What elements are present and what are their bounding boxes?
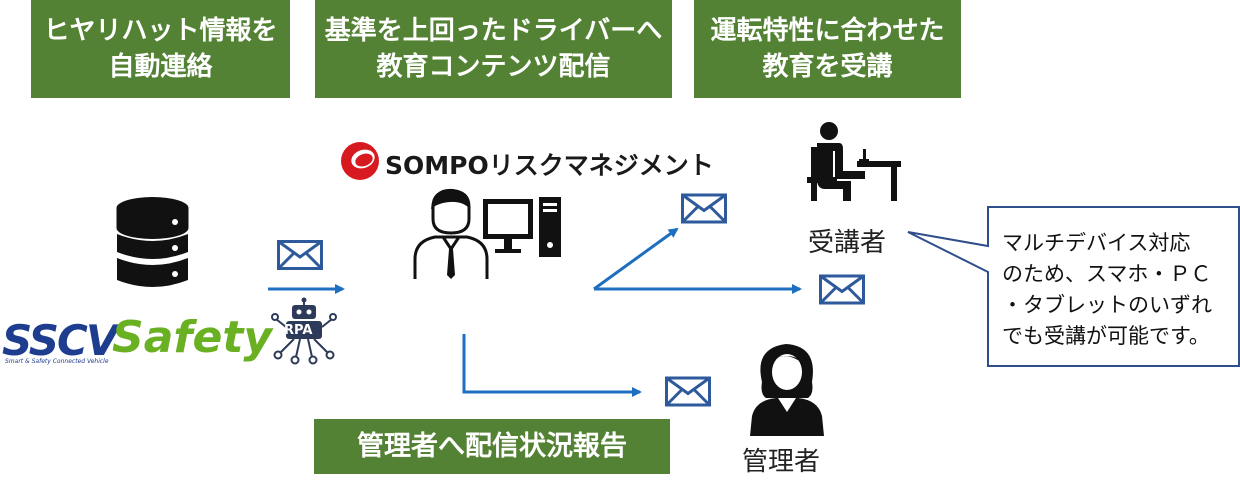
sscv-logo: SSCV xyxy=(2,316,118,365)
callout-line-3: ・タブレットのいずれ xyxy=(1002,293,1212,317)
content-delivery-box: 基準を上回ったドライバーへ 教育コンテンツ配信 xyxy=(315,0,672,98)
callout-balloon xyxy=(907,206,1240,367)
training-line1: 運転特性に合わせた xyxy=(710,16,945,46)
envelope-icon-trainee xyxy=(819,274,865,305)
rpa-robot-icon xyxy=(271,297,337,365)
callout-line-4: でも受講が可能です。 xyxy=(1002,324,1210,348)
report-box: 管理者へ配信状況報告 xyxy=(314,419,670,474)
operator-computer-icon xyxy=(413,188,561,279)
nearmiss-box: ヒヤリハット情報を 自動連絡 xyxy=(31,0,290,98)
manager-label: 管理者 xyxy=(742,447,821,477)
callout-line-2: のため、スマホ・ＰＣ xyxy=(1002,262,1212,286)
nearmiss-line2: 自動連絡 xyxy=(108,52,213,82)
report-label: 管理者へ配信状況報告 xyxy=(357,430,627,462)
rpa-label: RPA xyxy=(284,323,313,338)
sompo-company-name: SOMPOリスクマネジメント xyxy=(385,151,714,180)
content-line2: 教育コンテンツ配信 xyxy=(376,52,611,82)
training-line2: 教育を受講 xyxy=(762,52,893,82)
safety-logo: Safety xyxy=(112,312,273,363)
nearmiss-line1: ヒヤリハット情報を xyxy=(43,16,278,46)
arrow-to-manager xyxy=(462,334,642,397)
callout-line-1: マルチデバイス対応 xyxy=(1002,231,1191,255)
envelope-icon-manager xyxy=(665,376,711,407)
arrow-to-device-envelope xyxy=(593,227,679,291)
sscv-logo-tagline: Smart & Safety Connected Vehicle xyxy=(5,358,109,365)
envelope-icon-incoming xyxy=(277,240,323,270)
database-icon xyxy=(116,197,189,287)
trainee-label: 受講者 xyxy=(808,228,887,258)
sompo-logo-mark xyxy=(341,142,379,180)
envelope-icon-device xyxy=(681,193,727,224)
manager-woman-icon xyxy=(750,344,824,436)
trainee-at-desk-icon xyxy=(807,122,901,201)
training-box: 運転特性に合わせた 教育を受講 xyxy=(694,0,961,98)
content-line1: 基準を上回ったドライバーへ xyxy=(324,16,663,46)
multi-device-callout: マルチデバイス対応 のため、スマホ・ＰＣ ・タブレットのいずれ でも受講が可能で… xyxy=(1002,228,1232,352)
